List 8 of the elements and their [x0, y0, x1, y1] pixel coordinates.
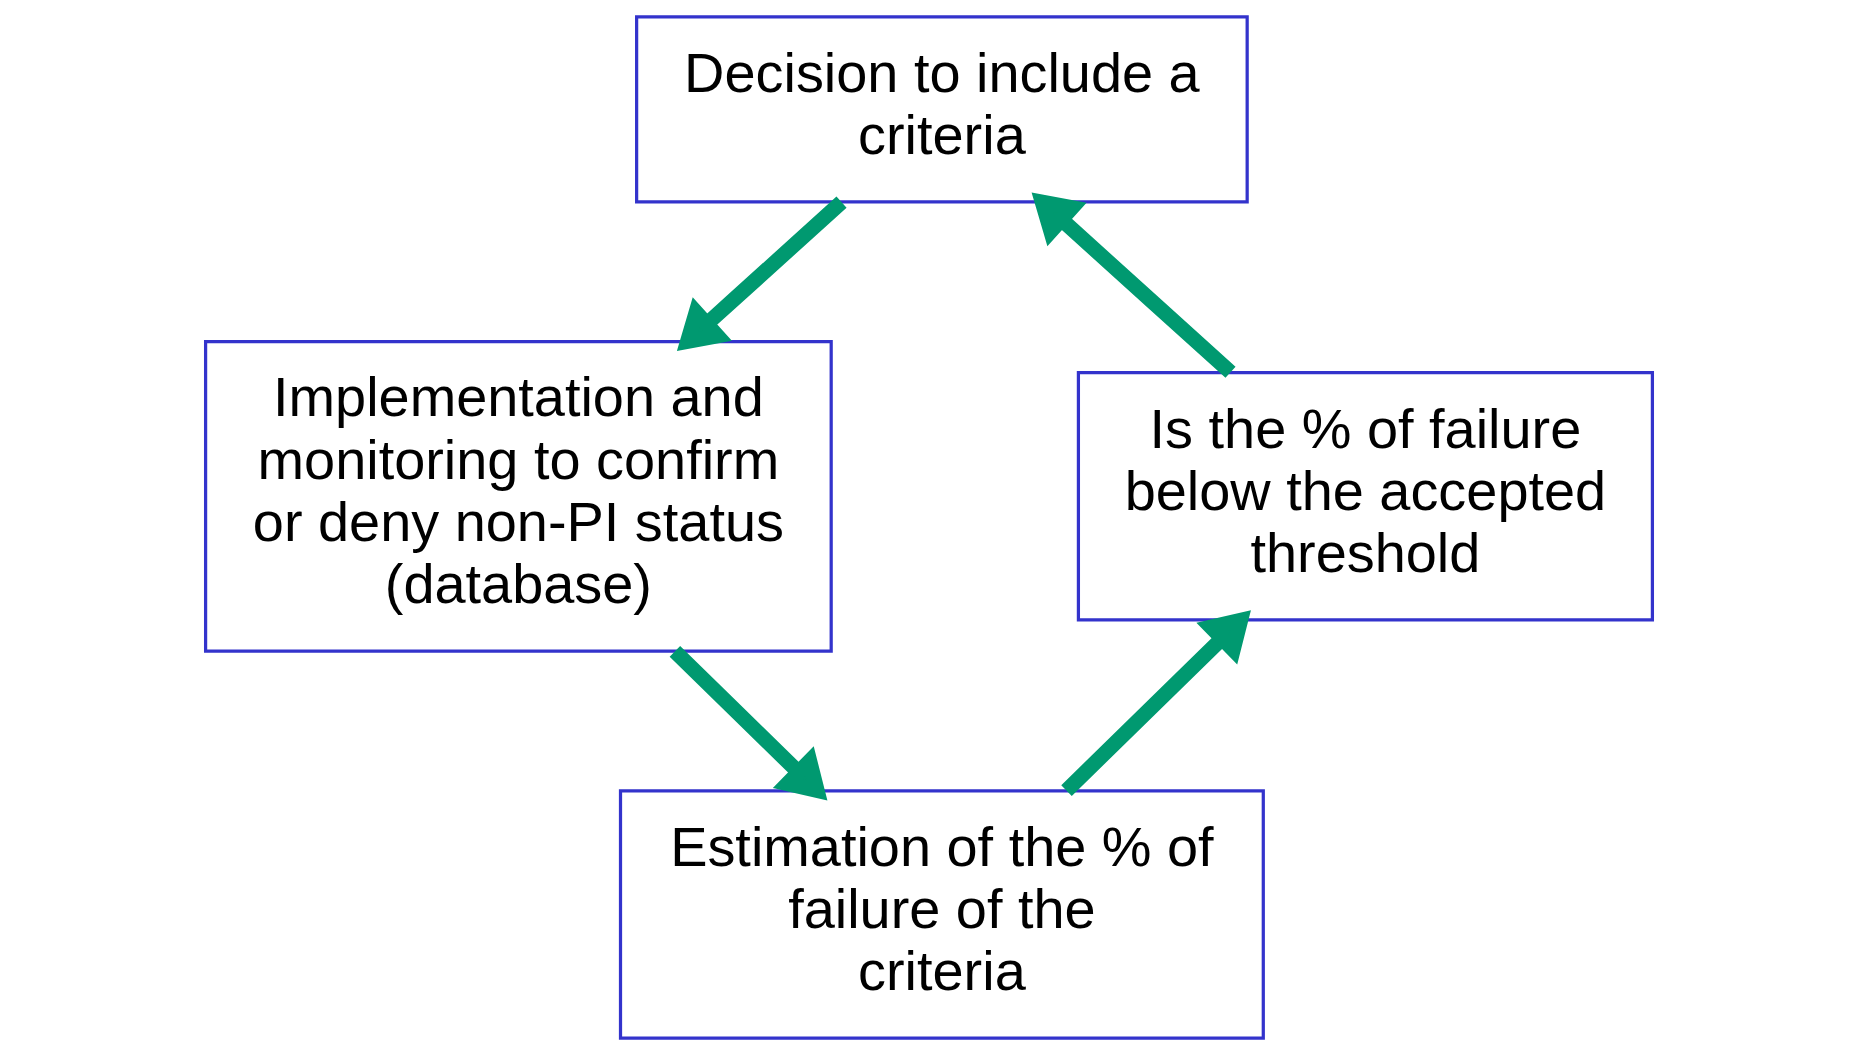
- arrow: [1060, 610, 1251, 796]
- arrow: [1031, 192, 1236, 378]
- arrow: [669, 646, 827, 801]
- node-box: Implementation and monitoring to confirm or deny non-PI status (database): [203, 339, 833, 653]
- node-box: Estimation of the % of failure of the criteria: [618, 789, 1265, 1040]
- arrow: [676, 196, 847, 351]
- node-box: Is the % of failure below the accepted threshold: [1076, 371, 1654, 622]
- node-box: Decision to include a criteria: [634, 15, 1249, 204]
